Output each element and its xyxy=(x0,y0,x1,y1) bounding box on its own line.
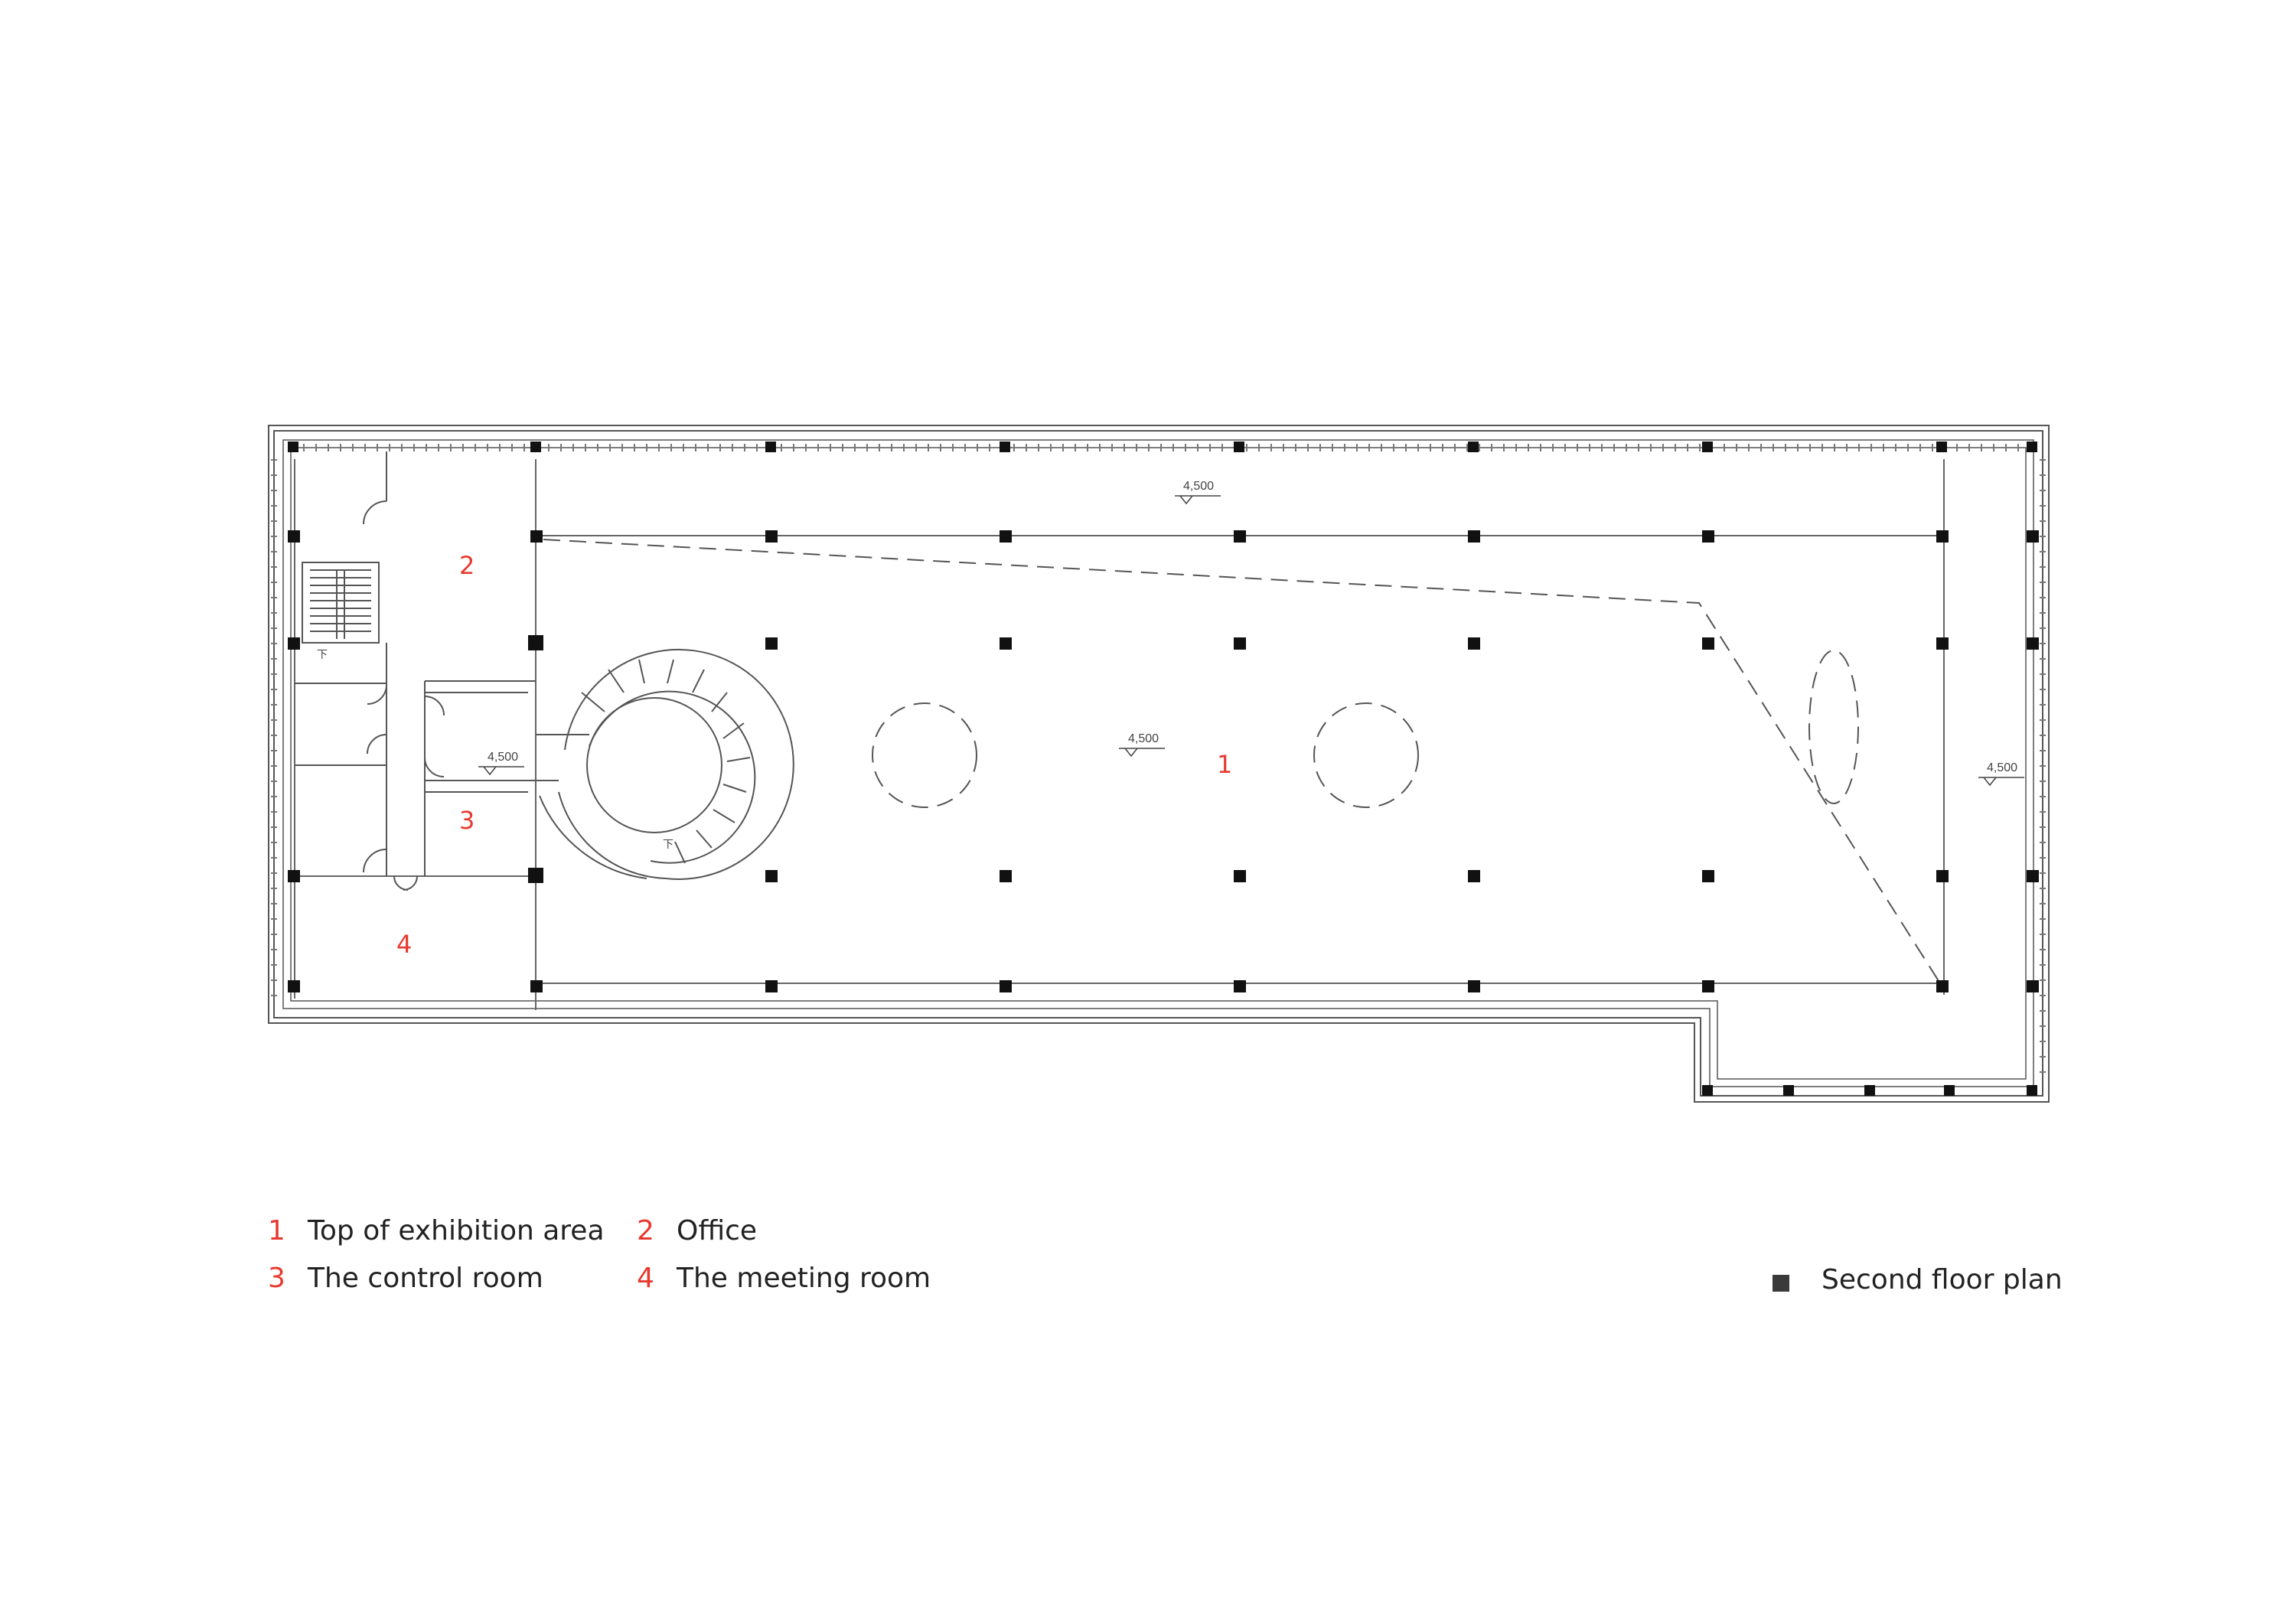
stair-mark: 下 xyxy=(317,648,328,660)
level-marks: 4,500 4,500 4,500 4,500 下 下 xyxy=(317,480,2024,850)
legend-num: 3 xyxy=(268,1263,285,1294)
room-label-4: 4 xyxy=(396,930,412,959)
room-label-2: 2 xyxy=(459,551,475,580)
structural-columns xyxy=(288,442,2039,1096)
level-mark: 4,500 xyxy=(1183,480,1214,493)
legend-label: The meeting room xyxy=(677,1263,931,1294)
legend-num: 1 xyxy=(268,1215,285,1247)
title-square-icon xyxy=(1773,1275,1789,1292)
legend-item-4: 4 The meeting room xyxy=(637,1263,931,1294)
legend-num: 2 xyxy=(637,1215,654,1247)
legend-label: Top of exhibition area xyxy=(308,1215,605,1247)
spiral-stair xyxy=(539,649,794,880)
drawing-title: Second floor plan xyxy=(1821,1264,2063,1295)
legend-label: The control room xyxy=(308,1263,543,1294)
left-rooms xyxy=(295,451,589,891)
void-outlines xyxy=(543,539,1941,984)
room-label-3: 3 xyxy=(459,806,475,835)
level-mark: 4,500 xyxy=(488,751,518,764)
legend-item-3: 3 The control room xyxy=(268,1263,543,1294)
level-mark: 4,500 xyxy=(1128,732,1159,745)
legend-label: Office xyxy=(677,1215,758,1247)
stair-mark: 下 xyxy=(663,838,673,850)
legend-num: 4 xyxy=(637,1263,654,1294)
legend-item-2: 2 Office xyxy=(637,1215,757,1247)
legend-item-1: 1 Top of exhibition area xyxy=(268,1215,605,1247)
room-labels: 1 2 3 4 xyxy=(396,551,1232,959)
room-label-1: 1 xyxy=(1217,750,1232,779)
level-mark: 4,500 xyxy=(1987,761,2017,774)
